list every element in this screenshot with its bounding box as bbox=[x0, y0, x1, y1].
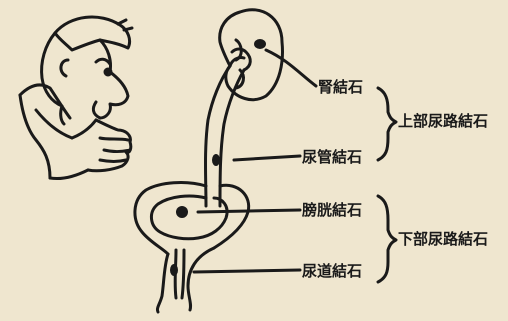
urethra-stone-marker bbox=[170, 264, 178, 276]
urethra-stone-label: 尿道結石 bbox=[302, 264, 362, 279]
bladder-illustration bbox=[135, 183, 249, 254]
lower-brace bbox=[378, 196, 396, 282]
urethra-illustration bbox=[157, 248, 214, 312]
bladder-stone-leader bbox=[198, 210, 300, 212]
lower-tract-group-label: 下部尿路結石 bbox=[398, 232, 488, 247]
bladder-stone-marker bbox=[176, 206, 188, 218]
cartoon-person-illustration bbox=[20, 17, 132, 179]
urethra-stone-leader bbox=[194, 270, 300, 272]
ureter-stone-marker bbox=[212, 154, 220, 166]
kidney-stone-label: 腎結石 bbox=[318, 80, 363, 95]
ureter-stone-leader bbox=[234, 156, 300, 160]
kidney-stone-leader bbox=[266, 50, 316, 86]
bladder-stone-label: 膀胱結石 bbox=[302, 203, 362, 218]
upper-brace bbox=[378, 88, 396, 160]
upper-tract-group-label: 上部尿路結石 bbox=[398, 114, 488, 129]
kidney-stone-marker bbox=[254, 39, 266, 49]
ureter-stone-label: 尿管結石 bbox=[302, 150, 362, 165]
